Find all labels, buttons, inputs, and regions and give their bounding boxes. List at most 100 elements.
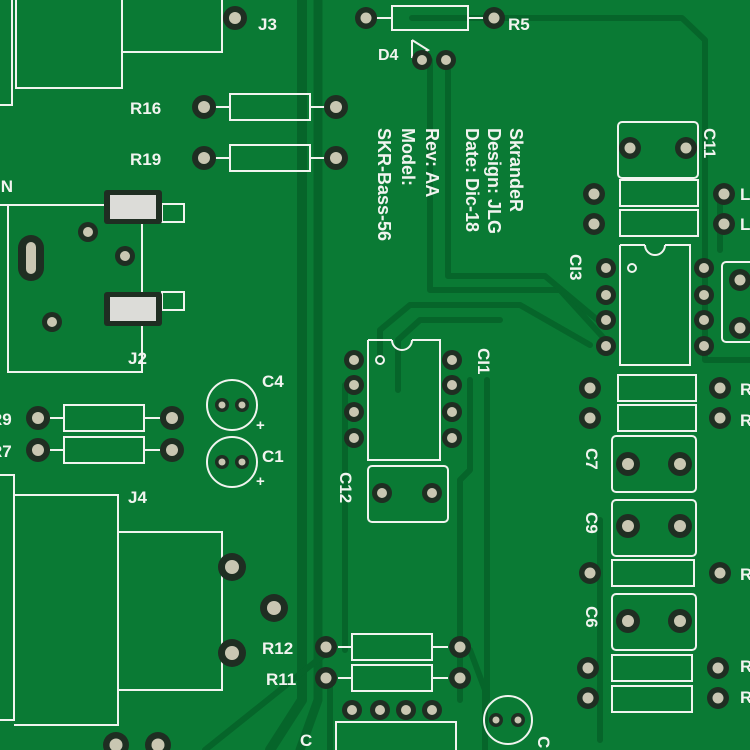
pad-hole [714, 412, 726, 424]
pad-hole [330, 152, 342, 164]
pad-hole [699, 341, 709, 351]
label-c7: C7 [582, 448, 601, 470]
label-c1: C1 [262, 447, 284, 466]
pad-hole [514, 716, 522, 724]
resistor-body [617, 374, 697, 402]
pad-hole [347, 705, 357, 715]
pad-hole [601, 290, 611, 300]
pad-hole [712, 662, 724, 674]
resistor-body [617, 404, 697, 432]
pad-hole [377, 488, 387, 498]
pad-hole [734, 322, 746, 334]
trace [295, 0, 323, 750]
label-j2: J2 [128, 349, 147, 368]
title-date: Date: Dic-18 [462, 128, 482, 232]
label-d4: D4 [378, 47, 399, 64]
label-ci3: CI3 [566, 254, 585, 280]
pad-hole [699, 315, 709, 325]
pad-hole [401, 705, 411, 715]
label-c12: C12 [336, 472, 355, 503]
label-r12: R12 [262, 639, 293, 658]
j2-smd-pad [110, 297, 156, 321]
pad-hole [699, 263, 709, 273]
pad-hole [582, 662, 594, 674]
ic3-pin1-dot [627, 263, 637, 273]
label-r-right-1: R [740, 380, 750, 399]
label-j4: J4 [128, 488, 147, 507]
j2-tab [161, 291, 185, 311]
title-rev: Rev: AA [422, 128, 442, 197]
j2-outline [7, 205, 143, 373]
pad-hole [588, 218, 600, 230]
trace [467, 647, 488, 750]
resistor-body [611, 654, 693, 682]
ic1-pin1-dot [375, 355, 385, 365]
label-ci1: CI1 [474, 348, 493, 374]
pad-hole [622, 458, 634, 470]
pad-hole [622, 520, 634, 532]
pad-hole [624, 142, 636, 154]
pad-hole [622, 615, 634, 627]
pad-hole [718, 218, 730, 230]
pad-hole [427, 705, 437, 715]
pad-hole [680, 142, 692, 154]
ic1-outline [367, 339, 441, 461]
label-r-right-4: R [740, 657, 750, 676]
c1-outline [206, 436, 258, 488]
label-c4: C4 [262, 372, 284, 391]
label-r19: R19 [130, 150, 161, 169]
c4-outline [206, 379, 258, 431]
title-model-value: SKR-Bass-56 [374, 128, 394, 241]
smd-pads [18, 190, 162, 326]
r9-body [63, 404, 145, 432]
c11-outline [617, 121, 699, 179]
label-r5: R5 [508, 15, 530, 34]
j4-outline [0, 474, 15, 721]
label-r9: R9 [0, 410, 12, 429]
r11-body [351, 664, 433, 692]
label-plus-c1: + [256, 473, 265, 490]
right-edge-outline [721, 261, 750, 343]
resistor-body [619, 209, 699, 237]
label-c11: C11 [700, 128, 719, 158]
pad-hole [229, 12, 241, 24]
pad-hole [109, 738, 123, 750]
trace [445, 57, 603, 325]
trace [395, 317, 503, 393]
ic1-notch [391, 339, 413, 351]
label-r7: R7 [0, 442, 12, 461]
pad-hole [320, 672, 332, 684]
pad-hole [330, 101, 342, 113]
pad-hole [734, 274, 746, 286]
resistor-body [611, 685, 693, 713]
label-c9: C9 [582, 512, 601, 534]
pad-hole [714, 382, 726, 394]
pad-hole [447, 355, 457, 365]
j3-outline [15, 0, 123, 89]
label-c-bottom-right: C [534, 736, 553, 748]
label-r-right-2: R [740, 411, 750, 430]
j2-slot-hole [26, 242, 36, 274]
pad-hole [218, 458, 226, 466]
pad-hole [447, 407, 457, 417]
pad-hole [151, 738, 165, 750]
pad-hole [32, 412, 44, 424]
label-l-right-2: L [740, 215, 750, 234]
trace [202, 647, 333, 750]
pad-hole [427, 488, 437, 498]
copper-traces [202, 0, 750, 750]
bottom-cap-outline [483, 695, 533, 745]
trace [457, 377, 473, 703]
pad-hole [349, 380, 359, 390]
label-r16: R16 [130, 99, 161, 118]
pad-hole [454, 641, 466, 653]
pad-hole [441, 55, 451, 65]
through-hole-pads [26, 6, 750, 750]
r7-body [63, 436, 145, 464]
label-r-right-3: R [740, 565, 750, 584]
label-r11: R11 [266, 670, 296, 689]
pad-hole [588, 188, 600, 200]
pad-hole [488, 12, 500, 24]
